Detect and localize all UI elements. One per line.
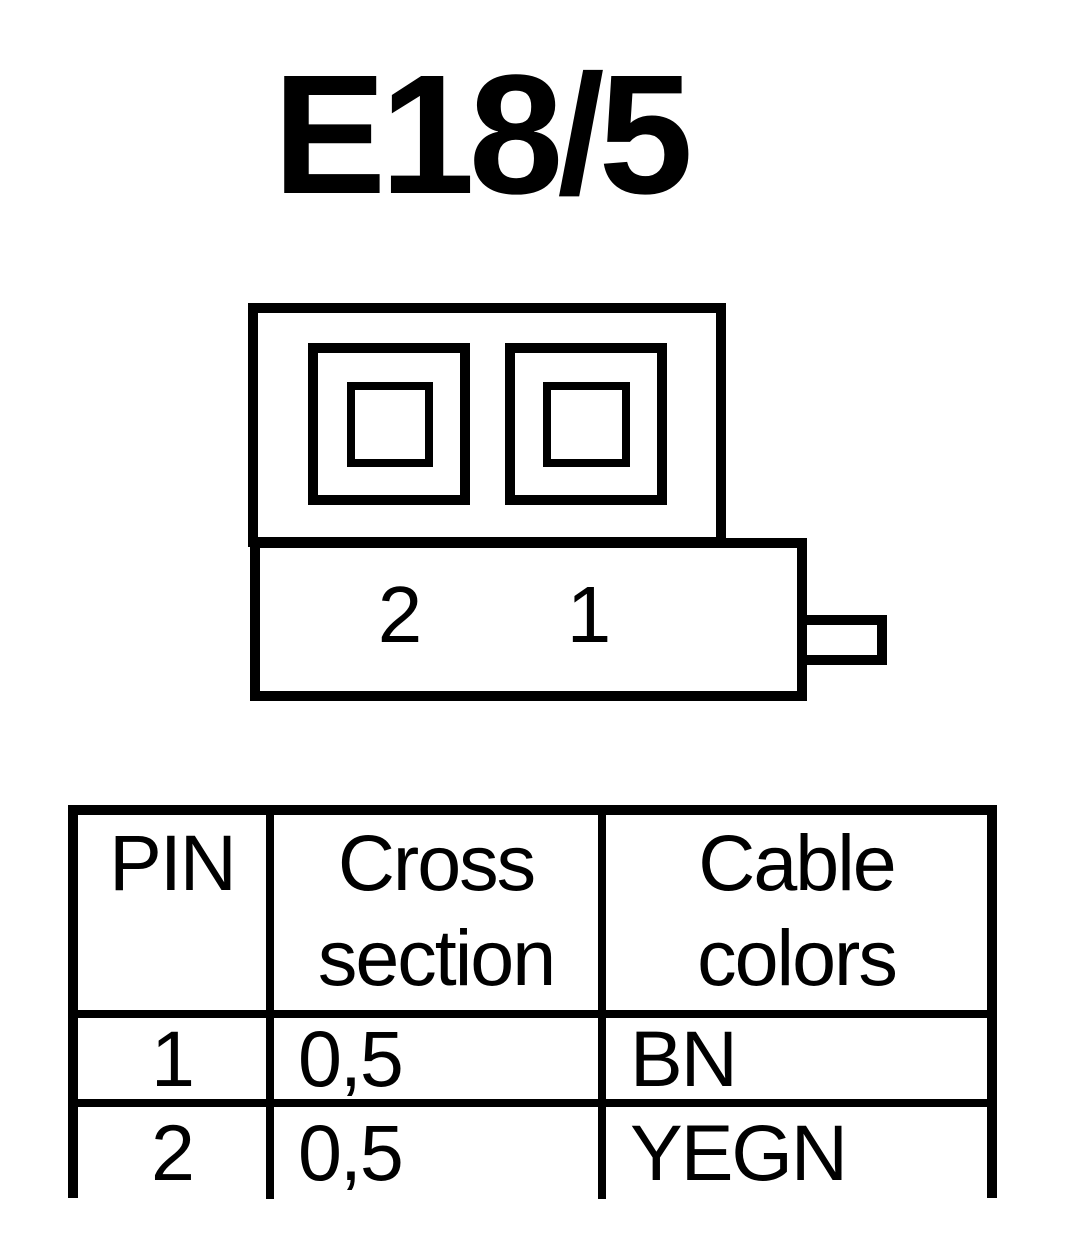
pin-1-terminal (543, 382, 630, 467)
connector-body-base (250, 538, 807, 701)
pinout-header-cross-section: Cross section (274, 815, 606, 1018)
pinout-header-cable-colors: Cable colors (606, 815, 987, 1018)
pinout-table: PIN Cross section Cable colors 1 0,5 BN … (68, 805, 997, 1199)
pinout-header-pin: PIN (78, 815, 274, 1018)
pin-2-terminal (347, 382, 433, 467)
connector-diagram: 2 1 (248, 303, 887, 701)
pin-2-label: 2 (377, 570, 423, 659)
row-2-pin-cell: 2 (78, 1107, 274, 1199)
connector-title: E18/5 (272, 40, 693, 230)
row-2-cross-section-cell: 0,5 (274, 1107, 606, 1199)
pin-1-label: 1 (566, 570, 612, 659)
row-1-cable-color-cell: BN (606, 1014, 987, 1107)
row-2-cable-color-cell: YEGN (606, 1107, 987, 1199)
connector-side-tab (797, 615, 887, 665)
row-1-cross-section-cell: 0,5 (274, 1014, 606, 1107)
row-1-pin-cell: 1 (78, 1014, 274, 1107)
